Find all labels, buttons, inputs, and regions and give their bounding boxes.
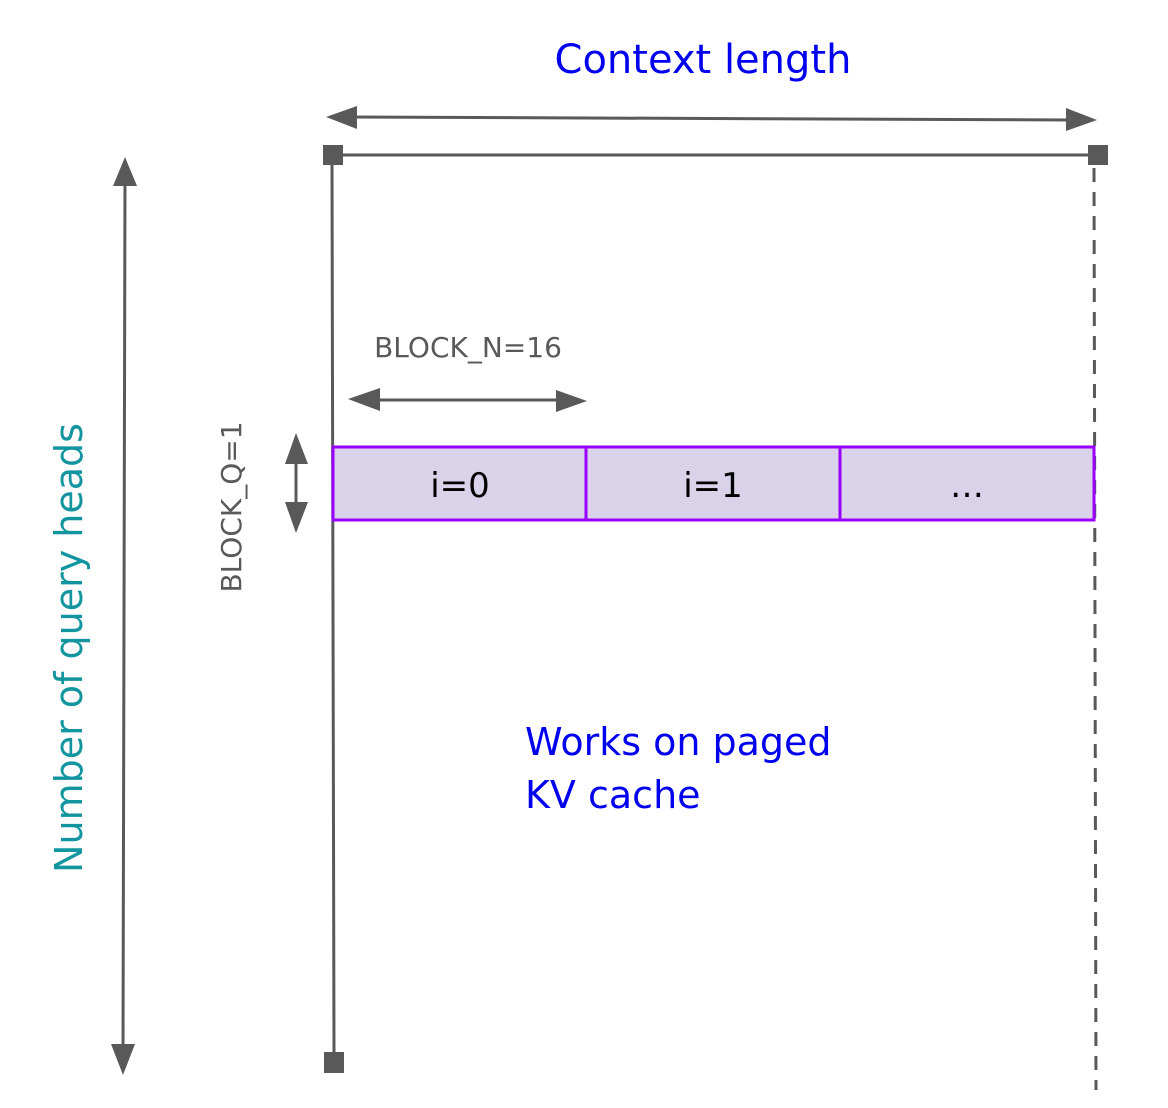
top-boundary	[323, 145, 1108, 165]
block-cell: …	[838, 445, 1096, 522]
block-n-label: BLOCK_N=16	[374, 331, 562, 364]
block-cell-label: i=0	[430, 466, 490, 506]
context-length-arrow-shaft	[349, 115, 1073, 122]
block-cell-rect	[838, 445, 1096, 522]
arrow-up-icon	[285, 433, 308, 464]
query-heads-label: Number of query heads	[47, 423, 91, 873]
left-boundary-line	[330, 164, 336, 1056]
paged-kv-note-line1: Works on paged	[525, 720, 832, 764]
block-cell-rect	[584, 445, 842, 522]
arrow-left-icon	[326, 106, 357, 129]
arrow-down-icon	[111, 1044, 135, 1075]
arrow-right-icon	[1066, 108, 1097, 131]
block-q-arrow	[285, 433, 308, 533]
left-boundary	[324, 164, 344, 1073]
arrow-up-icon	[113, 157, 137, 186]
block-cell: i=1	[584, 445, 842, 522]
block-q-label: BLOCK_Q=1	[215, 421, 248, 592]
top-right-cap	[1088, 145, 1108, 165]
right-dashed-boundary	[1092, 167, 1098, 1091]
block-n-arrow	[348, 388, 587, 412]
top-left-cap	[323, 145, 343, 165]
query-heads-arrow	[111, 157, 137, 1075]
block-row: i=0 i=1 …	[331, 445, 1096, 522]
paged-kv-note-line2: KV cache	[525, 773, 701, 817]
bottom-left-cap	[324, 1052, 344, 1073]
block-cell-label: …	[950, 466, 984, 506]
block-cell-label: i=1	[683, 466, 743, 506]
query-heads-arrow-shaft	[121, 179, 127, 1051]
arrow-down-icon	[285, 502, 308, 533]
context-length-arrow	[326, 106, 1097, 131]
block-cell: i=0	[331, 445, 588, 522]
context-length-title: Context length	[555, 37, 852, 83]
block-cell-rect	[331, 445, 588, 522]
arrow-left-icon	[348, 388, 380, 411]
arrow-right-icon	[556, 390, 587, 412]
